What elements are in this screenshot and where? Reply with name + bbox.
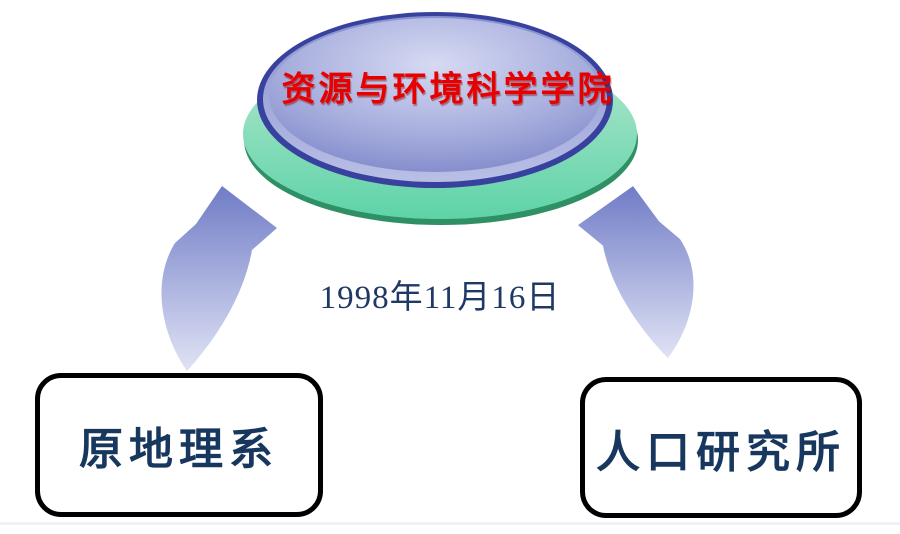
box-population-research-institute: 人口研究所 — [580, 377, 862, 518]
box-former-geography-dept: 原地理系 — [35, 373, 323, 517]
left-curved-arrow — [161, 186, 277, 371]
ellipse-disc — [257, 12, 613, 188]
right-curved-arrow — [578, 186, 694, 359]
box-former-geography-dept-label: 原地理系 — [79, 425, 279, 474]
box-population-research-institute-label: 人口研究所 — [596, 427, 846, 477]
slide-bottom-edge — [0, 522, 900, 525]
ellipse-title: 资源与环境科学学院 — [281, 70, 615, 109]
date-text: 1998年11月16日 — [319, 280, 561, 316]
